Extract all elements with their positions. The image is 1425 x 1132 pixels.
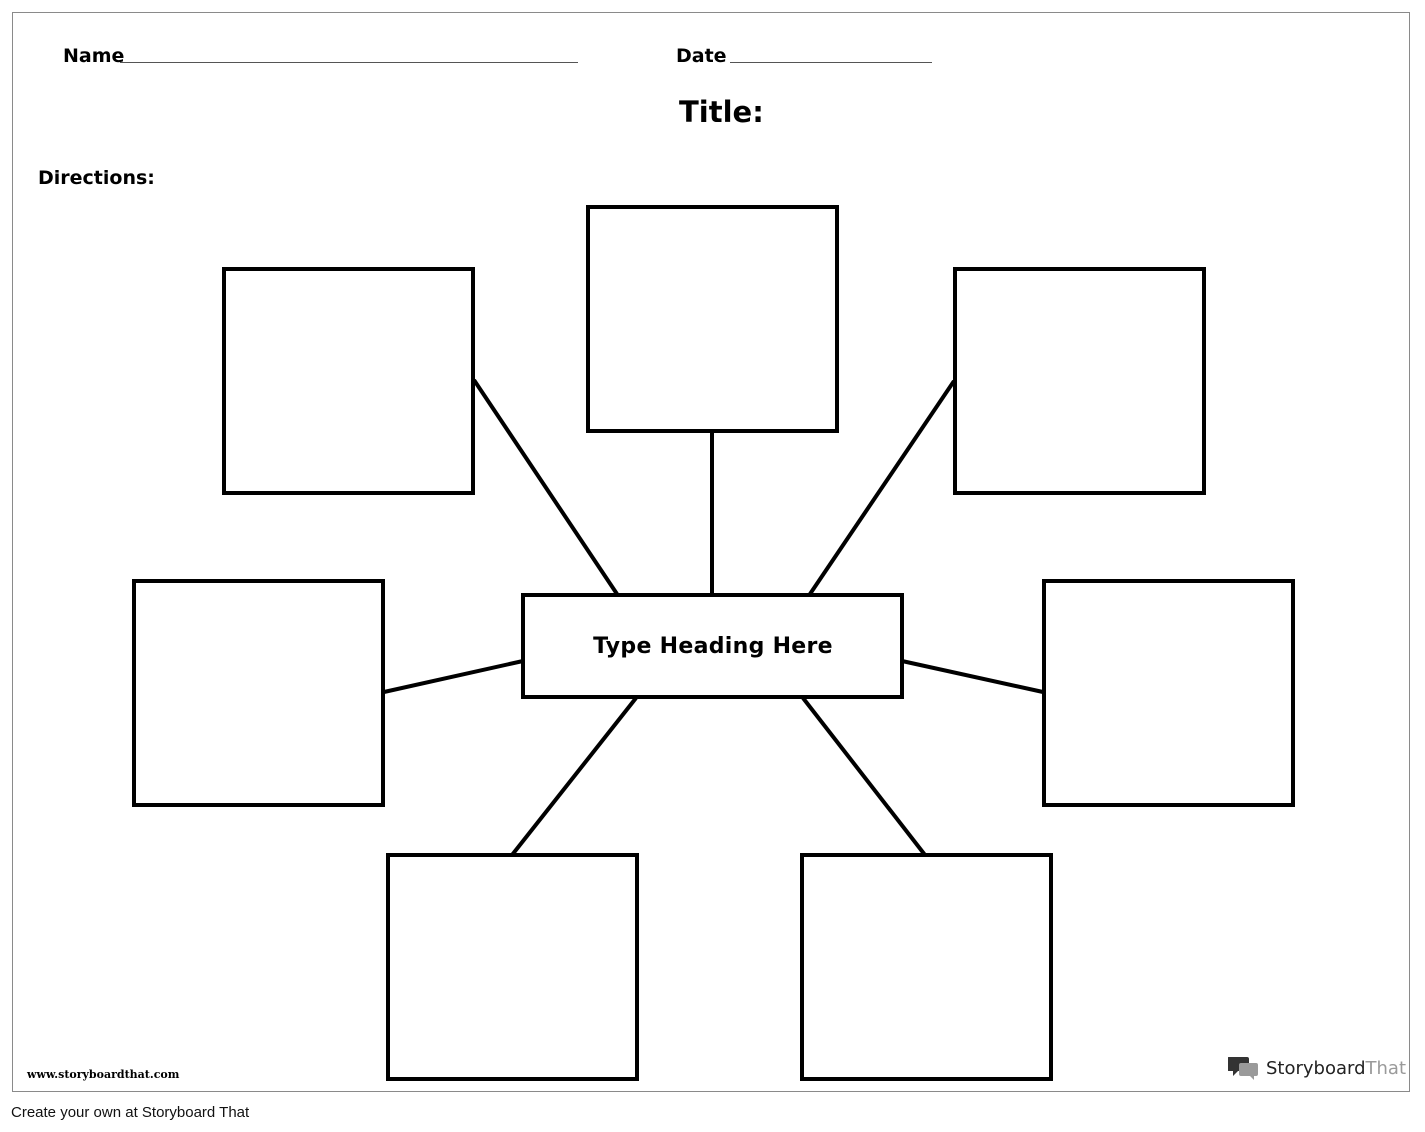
outer-box-top[interactable] <box>586 205 839 433</box>
connector-bottom-left <box>510 696 638 857</box>
outer-box-top-left[interactable] <box>222 267 475 495</box>
site-url: www.storyboardthat.com <box>27 1068 180 1081</box>
connector-top-left <box>472 378 619 596</box>
title-label: Title: <box>679 95 764 129</box>
connector-right <box>901 659 1044 694</box>
date-label: Date <box>676 45 727 67</box>
connector-bottom-right <box>801 696 927 857</box>
logo-word-light: That <box>1365 1057 1407 1079</box>
directions-label: Directions: <box>38 167 155 189</box>
outer-box-bottom-left[interactable] <box>386 853 639 1081</box>
name-label: Name <box>63 45 125 67</box>
outer-box-bottom-right[interactable] <box>800 853 1053 1081</box>
outer-box-left[interactable] <box>132 579 385 807</box>
logo-wordmark: StoryboardThat <box>1266 1058 1406 1079</box>
connector-top-right <box>808 379 956 596</box>
connector-left <box>383 659 524 694</box>
outer-box-right[interactable] <box>1042 579 1295 807</box>
storyboardthat-logo: StoryboardThat <box>1228 1055 1406 1081</box>
name-field[interactable] <box>120 62 578 63</box>
logo-word-main: Storyboard <box>1266 1057 1366 1079</box>
outer-box-top-right[interactable] <box>953 267 1206 495</box>
center-heading-box[interactable] <box>521 593 904 699</box>
speech-bubbles-icon <box>1228 1057 1258 1080</box>
date-field[interactable] <box>730 62 932 63</box>
center-heading[interactable]: Type Heading Here <box>593 633 833 659</box>
footer-link[interactable]: Create your own at Storyboard That <box>11 1104 250 1121</box>
